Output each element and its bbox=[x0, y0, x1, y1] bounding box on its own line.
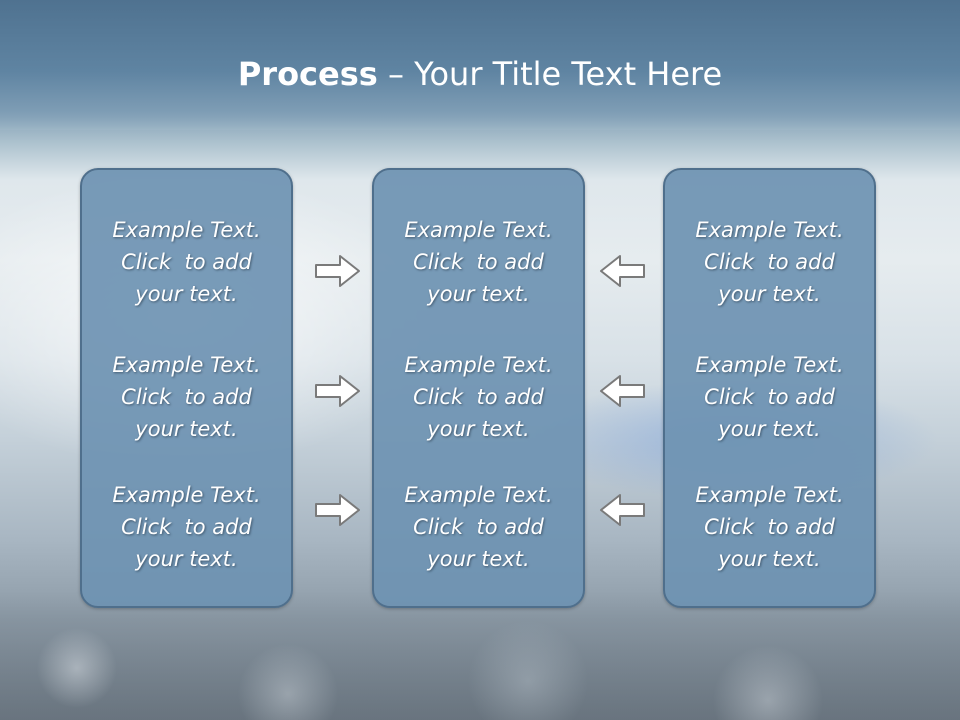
title-rest: – Your Title Text Here bbox=[377, 55, 723, 93]
text-line: your text. bbox=[427, 547, 530, 571]
text-block[interactable]: Example Text. Click to add your text. bbox=[374, 479, 583, 575]
text-line: your text. bbox=[135, 547, 238, 571]
text-block[interactable]: Example Text. Click to add your text. bbox=[665, 214, 874, 310]
text-line: your text. bbox=[718, 547, 821, 571]
text-line: Click to add bbox=[704, 515, 835, 539]
text-block[interactable]: Example Text. Click to add your text. bbox=[374, 214, 583, 310]
process-box-center[interactable]: Example Text. Click to add your text. Ex… bbox=[372, 168, 585, 608]
text-line: Example Text. bbox=[112, 218, 261, 242]
text-line: Example Text. bbox=[695, 218, 844, 242]
text-line: your text. bbox=[718, 282, 821, 306]
right-arrow-icon[interactable] bbox=[314, 373, 362, 409]
text-line: your text. bbox=[427, 417, 530, 441]
text-line: Click to add bbox=[413, 385, 544, 409]
text-line: Example Text. bbox=[404, 353, 553, 377]
text-block[interactable]: Example Text. Click to add your text. bbox=[82, 214, 291, 310]
process-box-right[interactable]: Example Text. Click to add your text. Ex… bbox=[663, 168, 876, 608]
right-arrow-icon[interactable] bbox=[314, 253, 362, 289]
text-line: Click to add bbox=[121, 385, 252, 409]
text-line: Example Text. bbox=[112, 353, 261, 377]
text-line: Click to add bbox=[121, 515, 252, 539]
text-block[interactable]: Example Text. Click to add your text. bbox=[374, 349, 583, 445]
text-line: Click to add bbox=[704, 250, 835, 274]
text-line: Example Text. bbox=[695, 483, 844, 507]
background-reef bbox=[0, 590, 960, 720]
left-arrow-icon[interactable] bbox=[598, 253, 646, 289]
text-line: Example Text. bbox=[404, 218, 553, 242]
title-band bbox=[0, 0, 960, 130]
text-line: your text. bbox=[427, 282, 530, 306]
text-line: your text. bbox=[135, 282, 238, 306]
text-line: Example Text. bbox=[112, 483, 261, 507]
text-line: Example Text. bbox=[695, 353, 844, 377]
text-line: your text. bbox=[135, 417, 238, 441]
process-box-left[interactable]: Example Text. Click to add your text. Ex… bbox=[80, 168, 293, 608]
left-arrow-icon[interactable] bbox=[598, 373, 646, 409]
text-line: Click to add bbox=[413, 515, 544, 539]
slide-title[interactable]: Process – Your Title Text Here bbox=[0, 54, 960, 94]
title-bold: Process bbox=[237, 55, 378, 93]
text-line: Click to add bbox=[121, 250, 252, 274]
text-block[interactable]: Example Text. Click to add your text. bbox=[665, 349, 874, 445]
text-line: your text. bbox=[718, 417, 821, 441]
text-line: Click to add bbox=[704, 385, 835, 409]
left-arrow-icon[interactable] bbox=[598, 492, 646, 528]
text-block[interactable]: Example Text. Click to add your text. bbox=[82, 479, 291, 575]
text-block[interactable]: Example Text. Click to add your text. bbox=[82, 349, 291, 445]
text-line: Click to add bbox=[413, 250, 544, 274]
text-line: Example Text. bbox=[404, 483, 553, 507]
text-block[interactable]: Example Text. Click to add your text. bbox=[665, 479, 874, 575]
right-arrow-icon[interactable] bbox=[314, 492, 362, 528]
